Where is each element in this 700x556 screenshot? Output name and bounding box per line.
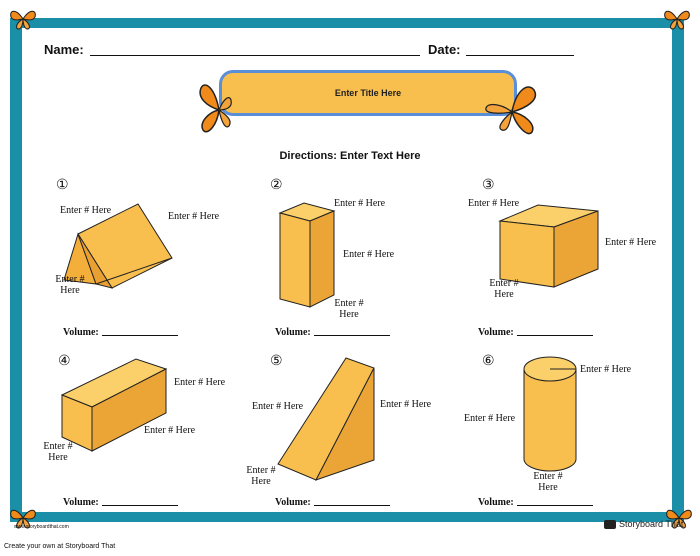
date-field[interactable] xyxy=(466,55,574,56)
problem-3-label-right[interactable]: Enter # Here xyxy=(605,237,657,248)
problem-4-number: ④ xyxy=(58,354,71,369)
problem-1-label-right[interactable]: Enter # Here xyxy=(168,211,220,222)
problem-4-volume: Volume: xyxy=(63,497,178,508)
problem-6-volume-answer-field[interactable] xyxy=(516,505,593,506)
long-prism-shape xyxy=(60,358,168,452)
wedge-shape xyxy=(277,357,375,481)
problem-5-label-left[interactable]: Enter # Here xyxy=(252,401,304,412)
problem-3-volume: Volume: xyxy=(478,327,593,338)
problem-2-volume-answer-field[interactable] xyxy=(313,335,390,336)
butterfly-banner-left-icon xyxy=(199,84,232,133)
title-banner[interactable]: Enter Title Here xyxy=(219,70,517,116)
problem-6-label-radius[interactable]: Enter # Here xyxy=(580,364,632,375)
problem-5-volume-answer-field[interactable] xyxy=(313,505,390,506)
problem-6-number: ⑥ xyxy=(482,354,495,369)
footer-caption[interactable]: Create your own at Storyboard That xyxy=(4,543,116,550)
problem-6-label-height[interactable]: Enter # Here xyxy=(464,413,516,424)
problem-2-volume: Volume: xyxy=(275,327,390,338)
problem-5-label-right[interactable]: Enter # Here xyxy=(380,399,432,410)
tall-prism-shape xyxy=(278,202,336,308)
problem-3-label-bottom[interactable]: Enter #Here xyxy=(489,278,519,300)
problem-5-volume: Volume: xyxy=(275,497,390,508)
date-label: Date: xyxy=(428,42,461,57)
problem-3-volume-answer-field[interactable] xyxy=(516,335,593,336)
butterfly-corner-top-right-icon xyxy=(664,10,690,30)
name-label: Name: xyxy=(44,42,84,57)
problem-1-number: ① xyxy=(56,178,69,193)
problem-4-label-front[interactable]: Enter # Here xyxy=(144,425,196,436)
problem-3-number: ③ xyxy=(482,178,495,193)
triangular-prism-shape xyxy=(63,203,173,289)
problem-5-label-bottom[interactable]: Enter #Here xyxy=(246,465,276,487)
problem-3-label-top[interactable]: Enter # Here xyxy=(468,198,520,209)
problem-6-label-bottom[interactable]: Enter #Here xyxy=(533,471,563,493)
problem-2-label-right[interactable]: Enter # Here xyxy=(343,249,395,260)
title-banner-text: Enter Title Here xyxy=(334,88,402,98)
problem-5-number: ⑤ xyxy=(270,354,283,369)
problem-4-volume-answer-field[interactable] xyxy=(101,505,178,506)
storyboard-that-logo[interactable]: Storyboard That xyxy=(604,519,683,529)
problem-2-label-top[interactable]: Enter # Here xyxy=(334,198,386,209)
butterfly-corner-top-left-icon xyxy=(10,10,36,30)
cube-shape xyxy=(498,204,599,288)
name-field[interactable] xyxy=(90,55,420,56)
problem-4-label-bottom[interactable]: Enter #Here xyxy=(43,441,73,463)
problem-1-label-top[interactable]: Enter # Here xyxy=(60,205,112,216)
speech-bubble-icon xyxy=(604,519,616,529)
problem-1-volume-answer-field[interactable] xyxy=(101,335,178,336)
storyboard-that-logo-text: Storyboard That xyxy=(619,519,684,529)
cylinder-shape xyxy=(523,356,577,472)
problem-4-label-right[interactable]: Enter # Here xyxy=(174,377,226,388)
problem-2-number: ② xyxy=(270,178,283,193)
problem-1-volume: Volume: xyxy=(63,327,178,338)
butterfly-corner-bottom-right-icon xyxy=(666,509,692,529)
problem-1-label-bottom[interactable]: Enter #Here xyxy=(55,274,85,296)
butterfly-banner-right-icon xyxy=(485,86,537,135)
problem-6-volume: Volume: xyxy=(478,497,593,508)
footer-site-url[interactable]: www.storyboardthat.com xyxy=(14,524,69,530)
directions-text[interactable]: Directions: Enter Text Here xyxy=(279,150,421,162)
butterfly-corner-bottom-left-icon xyxy=(10,509,36,529)
problem-2-label-bottom[interactable]: Enter #Here xyxy=(334,298,364,320)
